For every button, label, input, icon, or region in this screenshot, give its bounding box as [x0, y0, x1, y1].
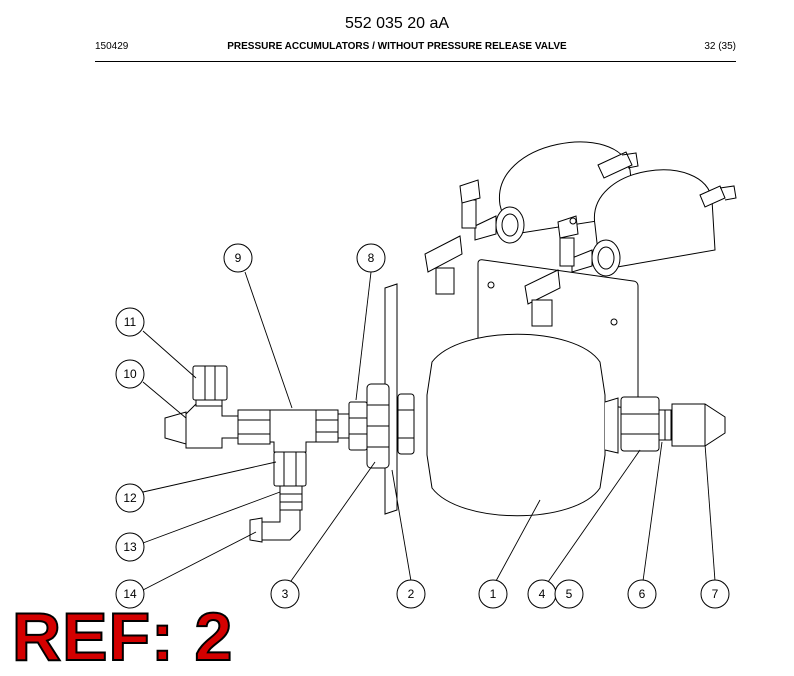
- callout-13: 13: [123, 540, 137, 554]
- ref-stamp: REF: 2: [11, 599, 234, 675]
- page-title: PRESSURE ACCUMULATORS / WITHOUT PRESSURE…: [227, 41, 567, 52]
- callout-14: 14: [123, 587, 137, 601]
- nut-12: [273, 451, 307, 487]
- callout-10: 10: [123, 367, 137, 381]
- document-number: 552 035 20 aA: [344, 15, 450, 32]
- tee-fitting-9: [237, 409, 317, 453]
- callout-6: 6: [639, 587, 646, 601]
- callout-4: 4: [539, 587, 546, 601]
- end-cap-7: [671, 403, 726, 447]
- callout-5: 5: [566, 587, 573, 601]
- fitting-6: [658, 409, 672, 441]
- callout-8: 8: [368, 251, 375, 265]
- callout-3: 3: [282, 587, 289, 601]
- lock-nut-front: [366, 383, 390, 469]
- callout-9: 9: [235, 251, 242, 265]
- callout-7: 7: [712, 587, 719, 601]
- elbow-14: [249, 509, 301, 543]
- page-number: 32 (35): [704, 41, 736, 52]
- callout-2: 2: [408, 587, 415, 601]
- callout-12: 12: [123, 491, 137, 505]
- cap-nut-11: [192, 365, 228, 401]
- accumulator-body: [426, 333, 619, 517]
- adapter-8: [315, 401, 368, 451]
- tee-fitting-10: [164, 397, 239, 449]
- callout-11: 11: [124, 315, 137, 329]
- leader-lines: [142, 271, 716, 591]
- lock-nut-rear: [397, 393, 415, 455]
- callout-1: 1: [490, 587, 497, 601]
- header-rule: [95, 61, 736, 62]
- document-date: 150429: [95, 41, 129, 52]
- fitting-13: [279, 485, 303, 511]
- connector-nut: [620, 396, 660, 452]
- callout-bubbles: 9 8 11 10 12 13 14 3 2 1 4 5 6 7: [115, 243, 730, 609]
